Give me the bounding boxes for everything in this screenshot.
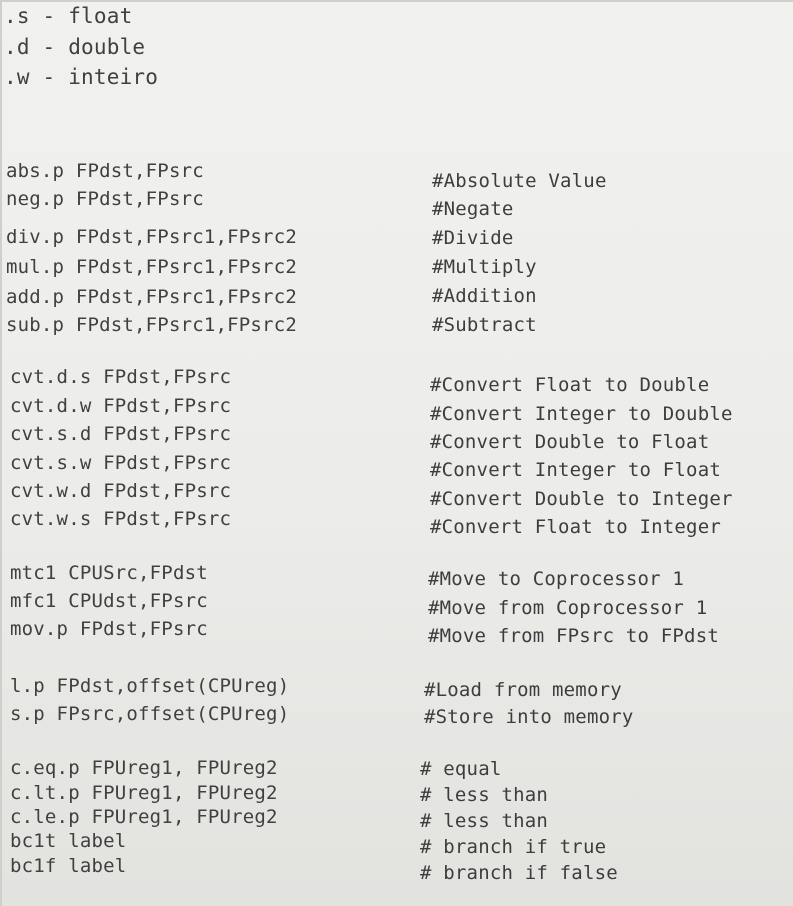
- code-line: mfc1 CPUdst,FPsrc: [10, 590, 208, 612]
- comment-line: #Addition: [432, 285, 537, 307]
- code-line: mov.p FPdst,FPsrc: [10, 618, 208, 640]
- comment-line: # equal: [420, 758, 502, 780]
- comment-line: #Convert Double to Integer: [430, 488, 733, 510]
- suffix-line-integer: .w - inteiro: [4, 65, 159, 89]
- comment-line: #Move from FPsrc to FPdst: [428, 625, 719, 647]
- code-line: mtc1 CPUSrc,FPdst: [10, 562, 208, 584]
- top-border: [0, 0, 793, 2]
- code-line: mul.p FPdst,FPsrc1,FPsrc2: [6, 256, 297, 278]
- comment-line: #Store into memory: [424, 706, 634, 728]
- code-line: add.p FPdst,FPsrc1,FPsrc2: [6, 286, 297, 308]
- comment-line: #Multiply: [432, 256, 537, 278]
- code-line: cvt.w.s FPdst,FPsrc: [10, 508, 232, 530]
- comment-line: #Load from memory: [424, 679, 622, 701]
- code-line: neg.p FPdst,FPsrc: [6, 188, 204, 210]
- left-border: [0, 0, 2, 906]
- comment-line: #Convert Double to Float: [430, 431, 710, 453]
- code-line: abs.p FPdst,FPsrc: [6, 160, 204, 182]
- code-line: cvt.s.w FPdst,FPsrc: [10, 452, 232, 474]
- code-line: bc1f label: [10, 855, 127, 877]
- suffix-line-float: .s - float: [4, 4, 133, 28]
- comment-line: # less than: [420, 784, 549, 806]
- code-line: c.eq.p FPUreg1, FPUreg2: [10, 757, 278, 779]
- comment-line: #Subtract: [432, 314, 537, 336]
- comment-line: #Divide: [432, 227, 514, 249]
- code-line: cvt.s.d FPdst,FPsrc: [10, 423, 232, 445]
- code-line: cvt.d.s FPdst,FPsrc: [10, 366, 232, 388]
- comment-line: #Convert Integer to Double: [430, 403, 733, 425]
- comment-line: #Absolute Value: [432, 170, 607, 192]
- code-line: bc1t label: [10, 830, 127, 852]
- code-line: c.lt.p FPUreg1, FPUreg2: [10, 782, 278, 804]
- code-line: cvt.w.d FPdst,FPsrc: [10, 480, 232, 502]
- code-line: s.p FPsrc,offset(CPUreg): [10, 703, 290, 725]
- comment-line: #Convert Float to Double: [430, 374, 710, 396]
- comment-line: # branch if false: [420, 862, 618, 884]
- suffix-line-double: .d - double: [4, 35, 146, 59]
- comment-line: #Move from Coprocessor 1: [428, 597, 708, 619]
- comment-line: #Convert Float to Integer: [430, 516, 721, 538]
- comment-line: # less than: [420, 810, 549, 832]
- code-line: div.p FPdst,FPsrc1,FPsrc2: [6, 226, 297, 248]
- code-line: sub.p FPdst,FPsrc1,FPsrc2: [6, 314, 297, 336]
- comment-line: #Negate: [432, 198, 514, 220]
- code-line: cvt.d.w FPdst,FPsrc: [10, 395, 232, 417]
- comment-line: #Move to Coprocessor 1: [428, 568, 685, 590]
- code-line: c.le.p FPUreg1, FPUreg2: [10, 806, 278, 828]
- code-line: l.p FPdst,offset(CPUreg): [10, 675, 290, 697]
- comment-line: #Convert Integer to Float: [430, 459, 721, 481]
- comment-line: # branch if true: [420, 836, 607, 858]
